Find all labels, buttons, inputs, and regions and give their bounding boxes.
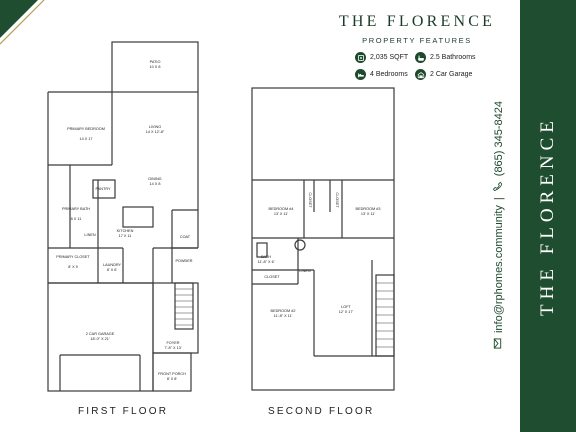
room-primary-bath-size: 8 X 11	[71, 217, 82, 221]
room-living: LIVING	[149, 125, 161, 129]
feature-sqft: 2,035 SQFT	[355, 52, 408, 63]
feature-bathrooms: 2.5 Bathrooms	[415, 52, 476, 63]
room-linen-2: LINEN	[299, 269, 310, 273]
sidebar-title: THE FLORENCE	[537, 116, 558, 316]
room-living-size: 14 X 12'-8"	[146, 130, 165, 134]
patio-outline	[111, 41, 199, 93]
room-primary-bath: PRIMARY BATH	[62, 207, 90, 211]
feature-bedrooms-label: 4 Bedrooms	[370, 71, 408, 78]
room-powder: POWDER	[175, 259, 192, 263]
floor-plan-drawing: PATIO 10 X 8 PRIMARY BEDROOM 14 X 17 LIV…	[47, 41, 395, 392]
feature-garage-label: 2 Car Garage	[430, 71, 473, 78]
room-primary-closet: PRIMARY CLOSET	[56, 255, 90, 259]
room-loft-size: 12' X 17'	[339, 310, 354, 314]
phone-icon	[492, 181, 506, 192]
room-kitchen: KITCHEN	[117, 229, 134, 233]
feature-bedrooms: 4 Bedrooms	[355, 69, 408, 80]
room-bedroom-3: BEDROOM #3	[356, 207, 381, 211]
contact-info: info@rphomes.community | (865) 345-8424	[484, 94, 514, 356]
garage-icon	[415, 69, 426, 80]
room-dining: DINING	[148, 177, 161, 181]
room-primary-closet-size: 8' X 9	[68, 265, 78, 269]
second-floor-outline	[251, 87, 395, 391]
house-icon	[355, 52, 366, 63]
property-features-heading: PROPERTY FEATURES	[362, 36, 472, 45]
feature-sqft-label: 2,035 SQFT	[370, 54, 409, 61]
brand-sidebar: THE FLORENCE	[520, 0, 576, 432]
room-kitchen-size: 17 X 11	[119, 234, 132, 238]
contact-email[interactable]: info@rphomes.community	[493, 205, 505, 334]
second-floor-label: SECOND FLOOR	[268, 406, 375, 417]
room-foyer-size: 7'-8" X 13'	[164, 346, 181, 350]
room-bedroom-3-size: 13' X 11'	[361, 212, 376, 216]
room-closet-c: CLOSET	[264, 275, 280, 279]
contact-separator: |	[493, 197, 505, 201]
room-closet-b: CLOSET	[335, 192, 339, 208]
feature-bathrooms-label: 2.5 Bathrooms	[430, 54, 476, 61]
room-pantry: PANTRY	[95, 187, 111, 191]
room-bath: BATH	[261, 255, 271, 259]
room-loft: LOFT	[341, 305, 351, 309]
first-floor-label: FIRST FLOOR	[78, 406, 169, 417]
room-laundry: LAUNDRY	[103, 263, 122, 267]
floor-plans: PATIO 10 X 8 PRIMARY BEDROOM 14 X 17 LIV…	[47, 41, 395, 417]
room-front-porch-size: 8' X 8'	[167, 377, 178, 381]
room-closet-a: CLOSET	[308, 192, 312, 208]
room-bath-size: 11'-8" X 6'	[258, 260, 275, 264]
room-garage-size: 18'-0" X 21'	[90, 337, 110, 341]
room-coat: COAT	[180, 235, 191, 239]
room-bedroom-2: BEDROOM #2	[271, 309, 296, 313]
corner-decoration	[0, 0, 45, 45]
feature-garage: 2 Car Garage	[415, 69, 472, 80]
bed-icon	[355, 69, 366, 80]
page-title: THE FLORENCE	[338, 13, 496, 30]
room-bedroom-2-size: 11'-8" X 11'	[274, 314, 293, 318]
email-icon	[492, 338, 506, 349]
room-patio-size: 10 X 8	[150, 65, 161, 69]
room-dining-size: 14 X 8	[150, 182, 161, 186]
room-garage: 2 CAR GARAGE	[86, 332, 115, 336]
room-linen: LINEN	[84, 233, 95, 237]
room-bedroom-4: BEDROOM #4	[269, 207, 294, 211]
contact-phone[interactable]: (865) 345-8424	[493, 100, 505, 177]
room-primary-bedroom: PRIMARY BEDROOM	[67, 127, 105, 131]
room-patio: PATIO	[150, 60, 161, 64]
bath-icon	[415, 52, 426, 63]
room-front-porch: FRONT PORCH	[158, 372, 186, 376]
room-laundry-size: 8' X 6'	[107, 268, 118, 272]
room-primary-bedroom-size: 14 X 17	[79, 137, 92, 141]
room-bedroom-4-size: 13' X 11'	[274, 212, 289, 216]
front-porch-outline	[152, 352, 192, 392]
room-foyer: FOYER	[166, 341, 179, 345]
